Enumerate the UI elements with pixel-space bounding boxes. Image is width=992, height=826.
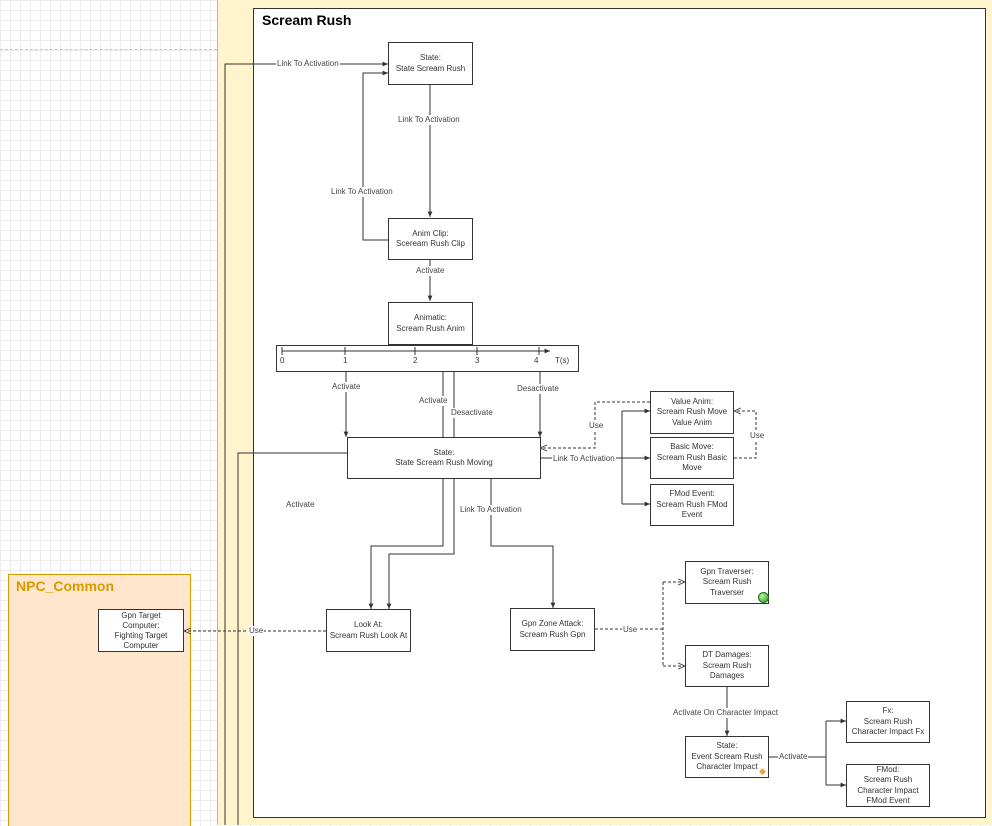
label-use-target: Use [248,626,265,636]
label-link-moving: Link To Activation [552,454,616,464]
node-anim-clip[interactable]: Anim Clip: Sceream Rush Clip [388,218,473,260]
timeline-unit: T(s) [555,356,570,365]
label-activate-fx: Activate [778,752,809,762]
frame-title: Scream Rush [262,12,352,28]
wire-moving-lookat-a [368,478,444,609]
node-fx[interactable]: Fx: Scream Rush Character Impact Fx [846,701,930,743]
label-desactivate-mid: Desactivate [450,408,494,418]
diamond-badge-icon: ◆ [759,766,766,776]
label-use-value-anim: Use [588,421,605,431]
scream-rush-frame[interactable]: Scream Rush [253,8,986,818]
node-fmod-event[interactable]: FMod Event: Scream Rush FMod Event [650,484,734,526]
node-state-scream-rush[interactable]: State: State Scream Rush [388,42,473,85]
label-link-gpn: Link To Activation [459,505,523,515]
node-fmod-impact[interactable]: FMod: Scream Rush Character Impact FMod … [846,764,930,807]
tick-0: 0 [280,356,285,365]
node-dt-damages[interactable]: DT Damages: Scream Rush Damages [685,645,769,687]
label-link-loop: Link To Activation [330,187,394,197]
label-link-down: Link To Activation [397,115,461,125]
wire-moving-gpn [490,478,556,608]
node-value-anim[interactable]: Value Anim: Scream Rush Move Value Anim [650,391,734,434]
label-use-basic-move: Use [749,431,766,441]
tick-3: 3 [475,356,480,365]
node-event-impact[interactable]: State: Event Scream Rush Character Impac… [685,736,769,778]
play-badge-icon [758,592,769,603]
node-state-moving[interactable]: State: State Scream Rush Moving [347,437,541,479]
label-activate-t2: Activate [418,396,449,406]
label-desactivate-t4: Desactivate [516,384,560,394]
node-gpn-target[interactable]: Gpn Target Computer: Fighting Target Com… [98,609,184,652]
node-basic-move[interactable]: Basic Move: Scream Rush Basic Move [650,437,734,479]
label-link-top: Link To Activation [276,59,340,69]
wire-left-inner [237,452,347,825]
label-activate-left: Activate [286,500,315,509]
node-gpn-traverser[interactable]: Gpn Traverser: Scream Rush Traverser [685,561,769,604]
tick-4: 4 [534,356,539,365]
dashed-divider [0,49,217,50]
label-activate-clip: Activate [415,266,446,276]
node-look-at[interactable]: Look At: Scream Rush Look At [326,609,411,652]
timeline-box[interactable] [276,345,579,372]
node-animatic[interactable]: Animatic: Scream Rush Anim [388,302,473,345]
label-activate-impact: Activate On Character Impact [672,708,779,718]
label-activate-t1: Activate [331,382,362,392]
wire-moving-lookat-b [386,478,455,609]
wire-clip-loop [362,70,388,241]
tick-2: 2 [413,356,418,365]
tick-1: 1 [343,356,348,365]
npc-title: NPC_Common [16,578,115,594]
node-gpn-zone-attack[interactable]: Gpn Zone Attack: Scream Rush Gpn [510,608,595,651]
label-use-gpn: Use [622,625,639,635]
